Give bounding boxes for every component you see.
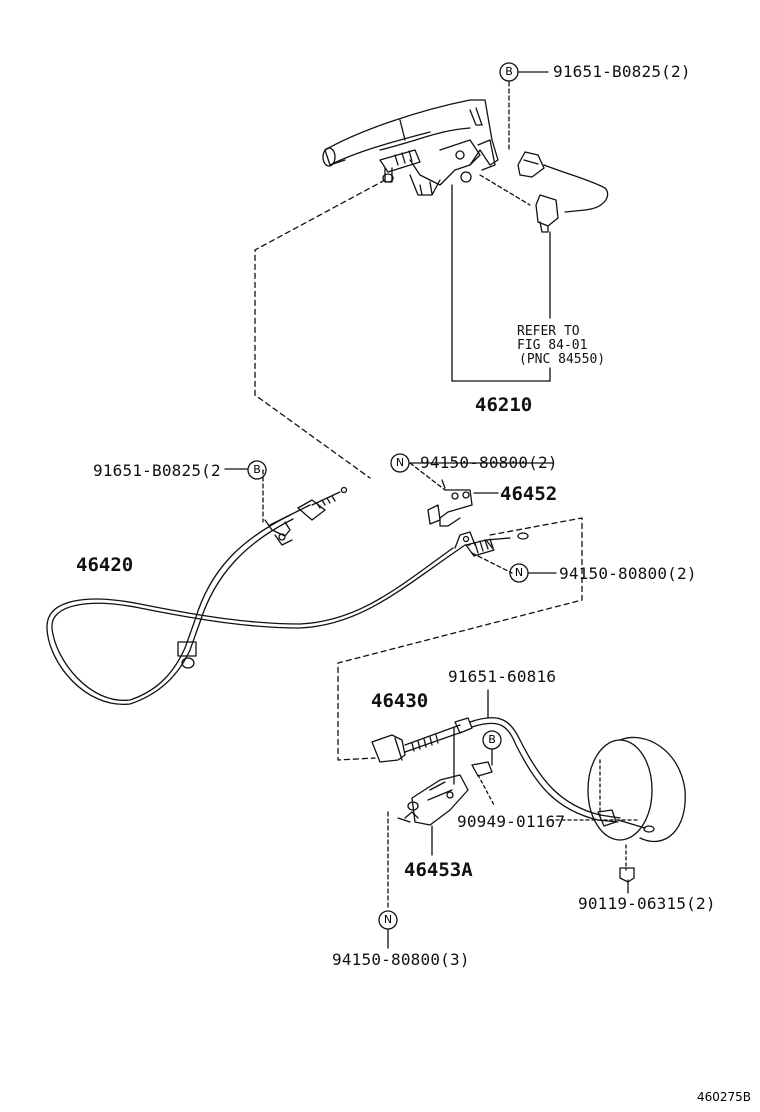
parking-brake-lever xyxy=(322,99,499,196)
bracket-46453a xyxy=(397,774,469,826)
part-label-94150-80800-c: 94150-80800(3) xyxy=(332,950,470,969)
nut-symbol-letter: N xyxy=(395,456,405,469)
nut-symbol-a xyxy=(390,453,410,473)
refer-line-3: (PNC 84550) xyxy=(519,352,606,367)
dashed-guide-lever xyxy=(254,179,386,479)
refer-line-1: REFER TO xyxy=(517,324,580,339)
refer-line-2: FIG 84-01 xyxy=(517,338,588,353)
part-label-91651-b0825-top: 91651-B0825(2) xyxy=(553,62,691,81)
part-label-46453a: 46453A xyxy=(404,859,473,881)
bolt-symbol-letter: B xyxy=(253,463,261,476)
dashed-guide-right xyxy=(337,517,583,761)
brake-switch-connector xyxy=(517,151,609,233)
part-label-90119-06315: 90119-06315(2) xyxy=(578,894,716,913)
clip-90949 xyxy=(471,761,493,777)
screw-90119 xyxy=(619,867,635,883)
nut-symbol-c xyxy=(378,910,398,930)
cable-guide-clip xyxy=(454,531,476,549)
bracket-46452 xyxy=(427,479,473,527)
part-label-91651-b0825-left: 91651-B0825(2 xyxy=(93,461,221,480)
part-label-90949-01167: 90949-01167 xyxy=(457,812,566,831)
bolt-symbol-letter: B xyxy=(488,733,496,746)
part-label-94150-80800-b: 94150-80800(2) xyxy=(559,564,697,583)
bolt-symbol-lower xyxy=(482,730,502,750)
part-label-46420: 46420 xyxy=(76,554,134,576)
bolt-symbol-left xyxy=(247,460,267,480)
part-label-91651-60816: 91651-60816 xyxy=(448,667,557,686)
part-label-46210: 46210 xyxy=(475,394,533,416)
front-cable xyxy=(46,486,529,705)
part-label-94150-80800-a: 94150-80800(2) xyxy=(420,453,558,472)
rear-cable xyxy=(371,717,655,833)
part-label-46452: 46452 xyxy=(500,483,558,505)
bolt-symbol-top xyxy=(499,62,519,82)
brake-drum xyxy=(587,736,686,843)
part-label-46430: 46430 xyxy=(371,690,429,712)
nut-symbol-letter: N xyxy=(514,566,524,579)
nut-symbol-letter: N xyxy=(383,913,393,926)
nut-symbol-b xyxy=(509,563,529,583)
diagram-code: 460275B xyxy=(697,1090,752,1104)
bolt-symbol-letter: B xyxy=(505,65,513,78)
